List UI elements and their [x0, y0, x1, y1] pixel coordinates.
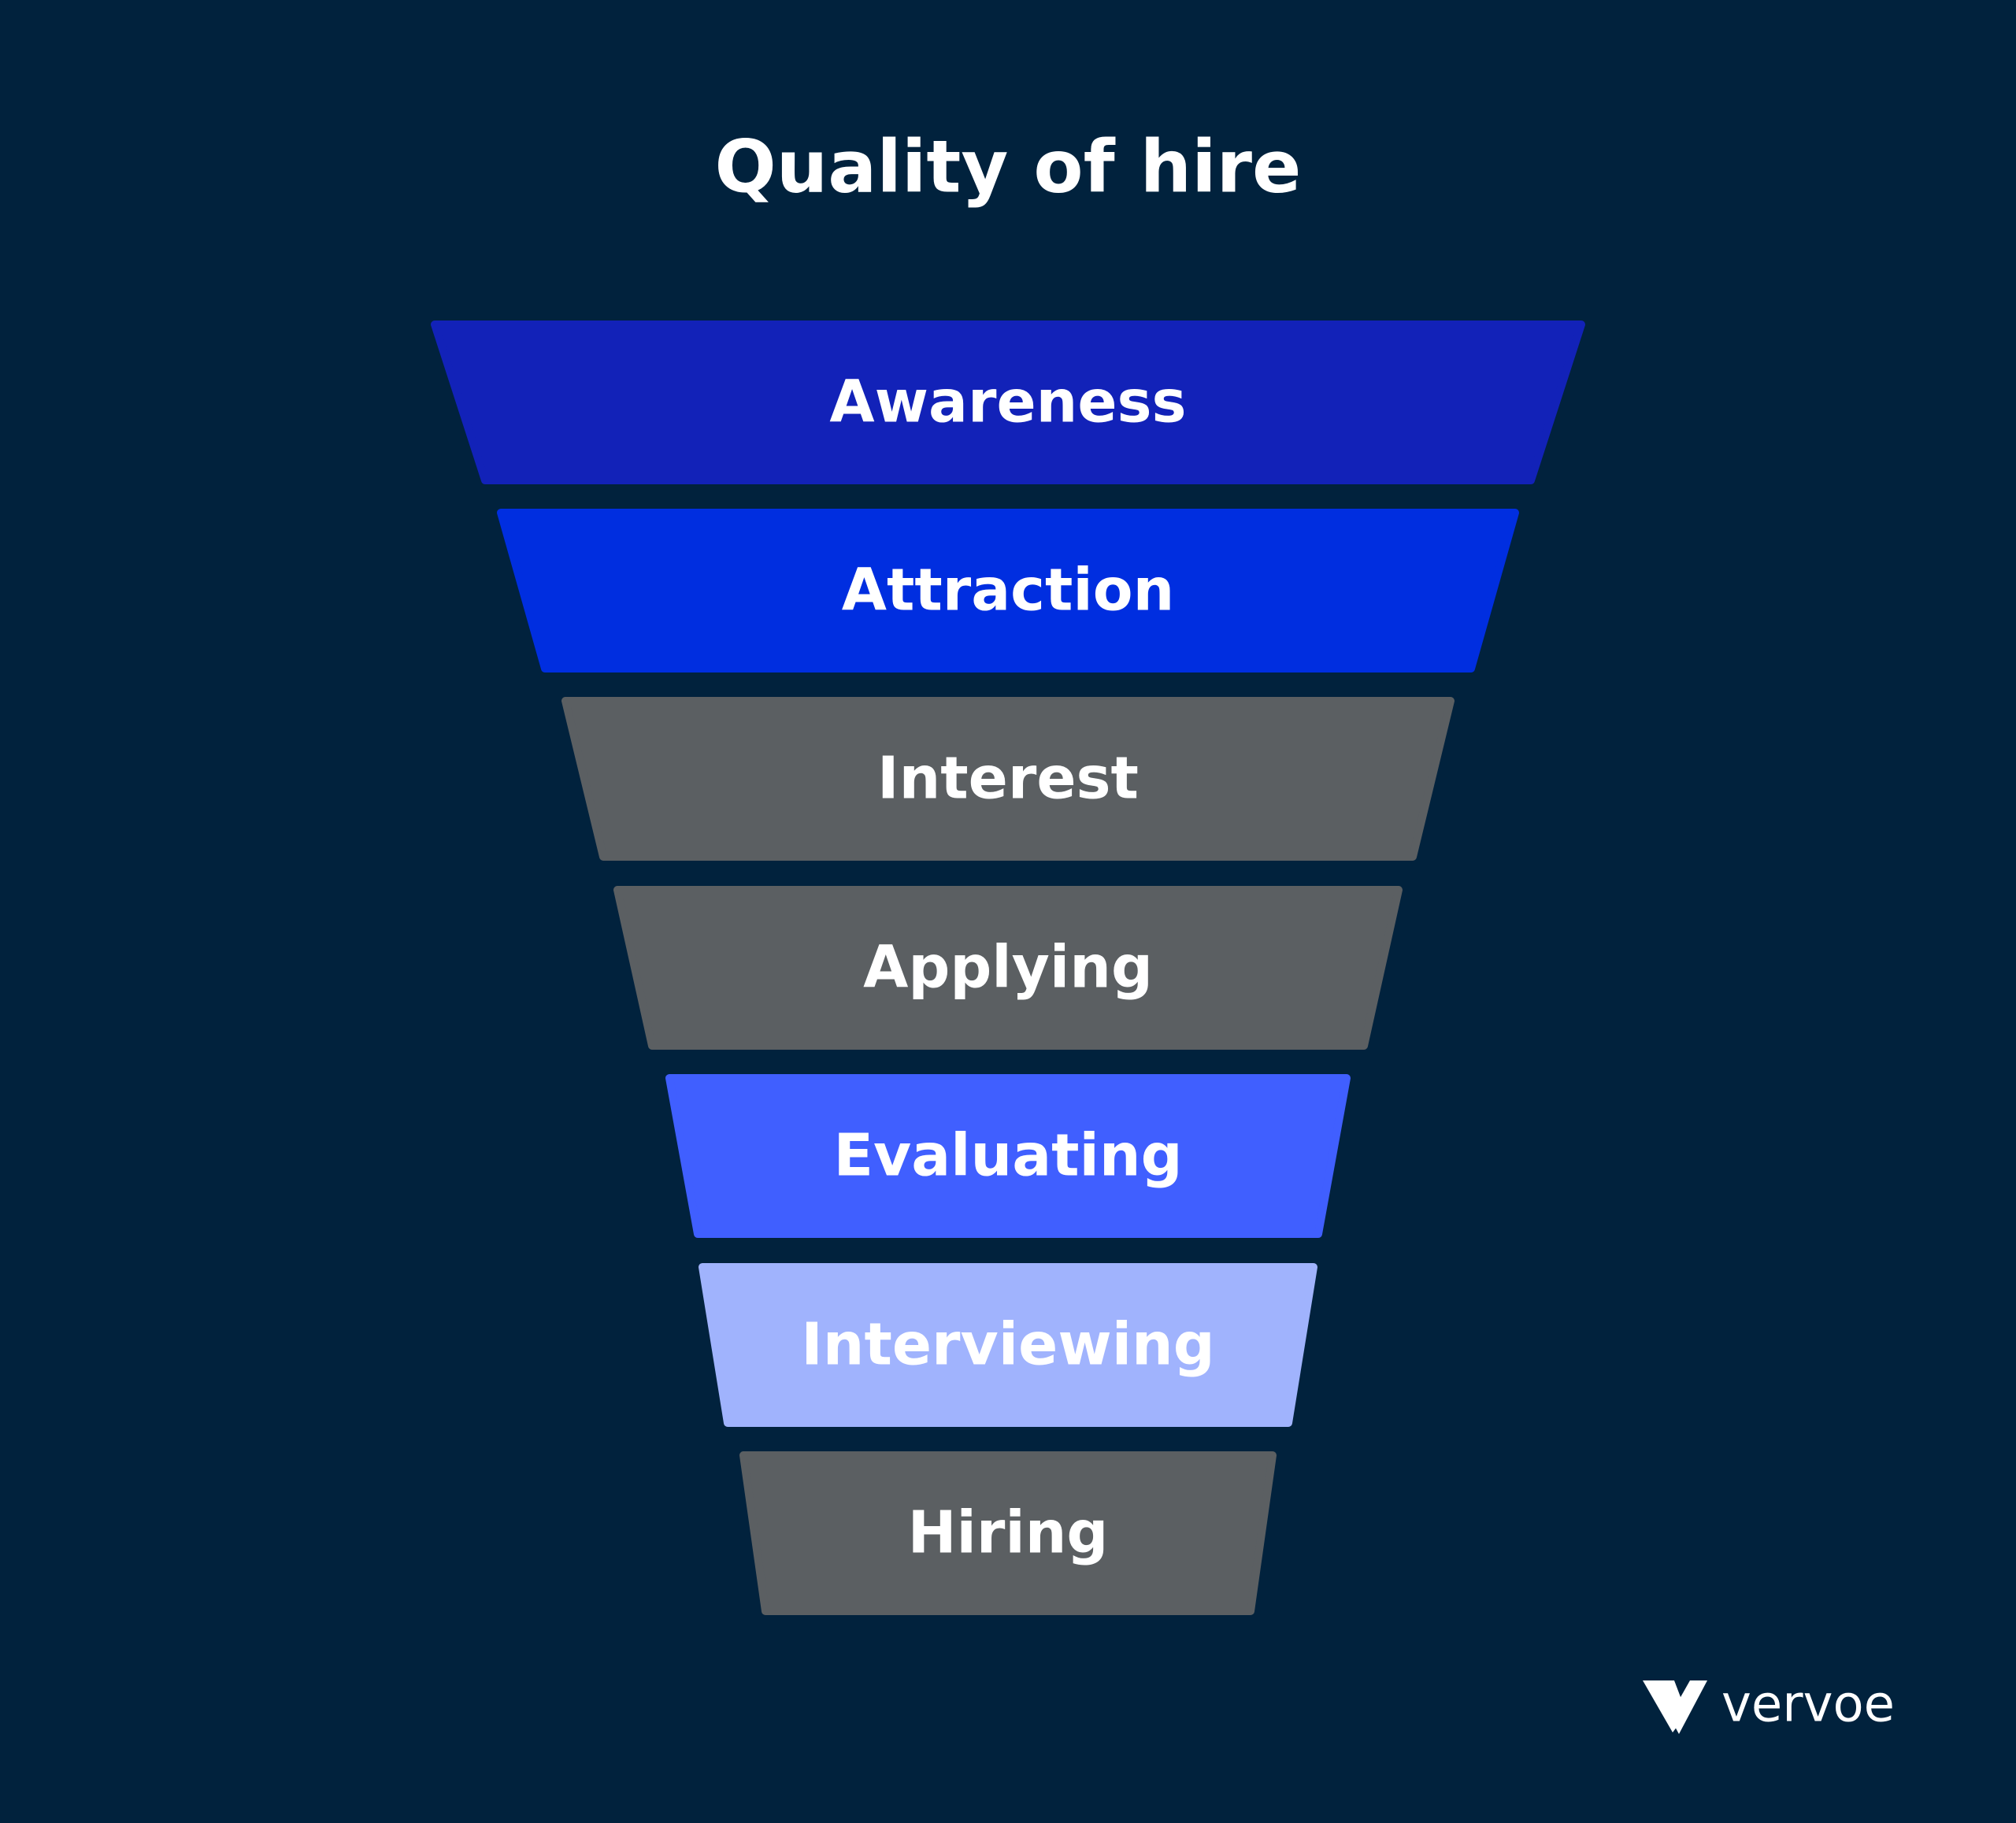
- funnel-stage-shape: [739, 1451, 1277, 1615]
- funnel-stages: AwarenessAttractionInterestApplyingEvalu…: [431, 321, 1585, 1615]
- funnel-stage-interest: Interest: [561, 697, 1455, 861]
- funnel-stage-label: Applying: [863, 934, 1153, 1002]
- funnel-stage-attraction: Attraction: [497, 509, 1519, 673]
- funnel-stage-label: Awareness: [829, 369, 1186, 436]
- funnel-stage-label: Hiring: [908, 1499, 1109, 1567]
- funnel-stage-shape: [431, 321, 1585, 484]
- funnel-stage-shape: [613, 886, 1403, 1050]
- funnel-stage-hiring: Hiring: [739, 1451, 1277, 1615]
- funnel-stage-applying: Applying: [613, 886, 1403, 1050]
- brand-wordmark: vervoe: [1721, 1676, 1895, 1734]
- funnel-stage-label: Attraction: [842, 557, 1175, 624]
- diagram-title: Quality of hire: [715, 124, 1302, 209]
- vervoe-v-logo-icon: [1643, 1680, 1707, 1734]
- funnel-stage-evaluating: Evaluating: [665, 1074, 1351, 1238]
- funnel-stage-awareness: Awareness: [431, 321, 1585, 484]
- funnel-stage-interviewing: Interviewing: [699, 1263, 1317, 1427]
- brand-logo: vervoe: [1643, 1676, 1895, 1734]
- funnel-stage-shape: [497, 509, 1519, 673]
- funnel-stage-shape: [561, 697, 1455, 861]
- funnel-stage-label: Interest: [877, 745, 1139, 813]
- funnel-stage-shape: [699, 1263, 1317, 1427]
- funnel-stage-label: Interviewing: [801, 1311, 1214, 1379]
- funnel-stage-shape: [665, 1074, 1351, 1238]
- funnel-stage-label: Evaluating: [833, 1122, 1182, 1190]
